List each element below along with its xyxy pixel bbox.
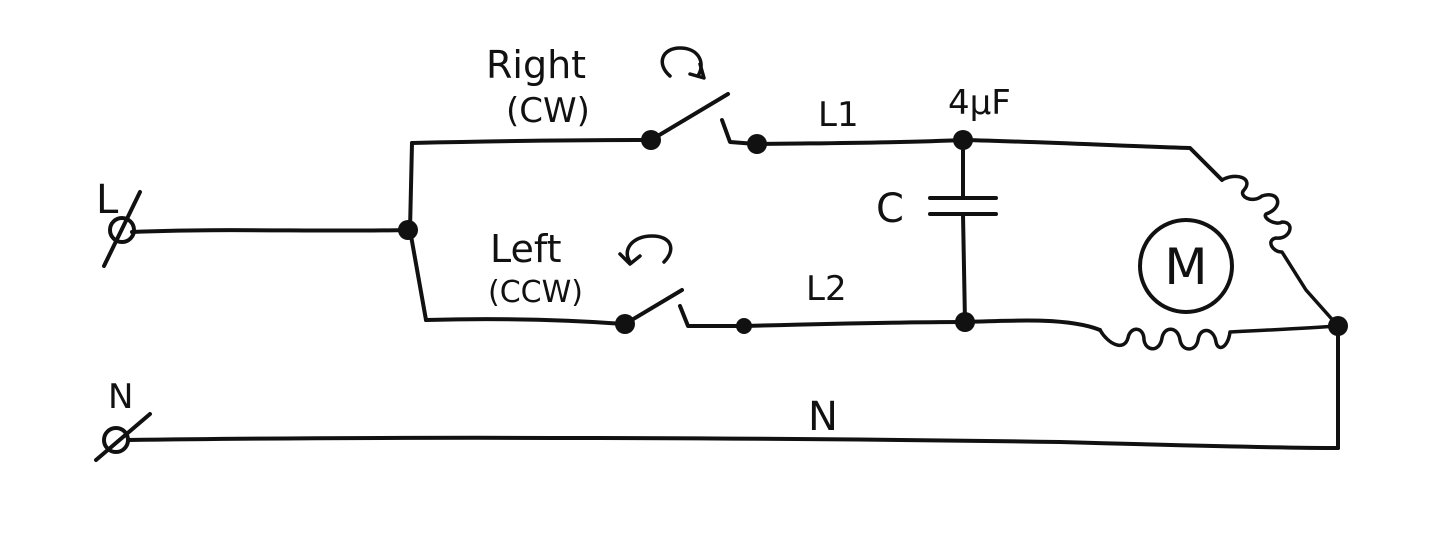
neutral-terminal-label: N [108,377,133,417]
right-branch-wire [410,138,652,145]
lower-motor-wire [963,318,1102,332]
neutral-terminal [94,412,152,462]
lower-winding [1098,324,1340,351]
right-switch-label: Right [486,43,586,87]
left-switch-contact [678,304,742,328]
left-switch-blade [623,288,684,326]
line-terminal [102,190,142,268]
l1-wire-label: L1 [818,95,859,135]
capacitor-label: C [876,186,904,232]
left-switch-label: Left [490,227,562,271]
capacitor-value-label: 4μF [948,83,1011,123]
neutral-wire-label: N [808,394,838,440]
motor-label: M [1164,238,1207,296]
line-input-wire [130,228,412,234]
right-switch-direction-label: (CW) [506,91,590,131]
l2-wire [742,320,967,328]
motor-symbol [1138,218,1234,314]
line-terminal-label: L [96,177,119,223]
l1-wire [755,138,964,146]
line-junction-node [398,220,418,240]
right-switch-blade [649,92,730,142]
left-switch-direction-label: (CCW) [488,275,583,310]
left-branch-wire [424,317,626,326]
l2-wire-label: L2 [806,269,847,309]
clockwise-arrow-icon [660,46,706,80]
neutral-wire [126,435,1340,450]
capacitor-bottom-lead [961,212,967,324]
counterclockwise-arrow-icon [618,234,673,266]
upper-winding [1220,174,1340,328]
upper-motor-wire [961,138,1224,182]
